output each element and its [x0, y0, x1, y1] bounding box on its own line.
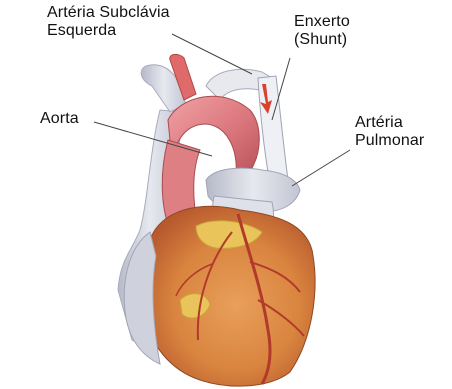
label-left-subclavian-artery-line1: Artéria Subclávia: [47, 4, 170, 22]
label-pulmonary-artery-line2: Pulmonar: [355, 132, 424, 150]
label-pulmonary-artery-line1: Artéria: [355, 114, 424, 132]
leader-line-pulmonary: [292, 150, 350, 186]
label-graft-shunt-line2: (Shunt): [294, 31, 350, 49]
label-graft-shunt: Enxerto (Shunt): [294, 13, 350, 49]
label-pulmonary-artery: Artéria Pulmonar: [355, 114, 424, 150]
label-left-subclavian-artery: Artéria Subclávia Esquerda: [47, 4, 170, 40]
label-aorta: Aorta: [40, 110, 79, 128]
label-left-subclavian-artery-line2: Esquerda: [47, 22, 170, 40]
shunt-graft: [258, 76, 288, 184]
label-aorta-line1: Aorta: [40, 110, 79, 128]
label-graft-shunt-line1: Enxerto: [294, 13, 350, 31]
